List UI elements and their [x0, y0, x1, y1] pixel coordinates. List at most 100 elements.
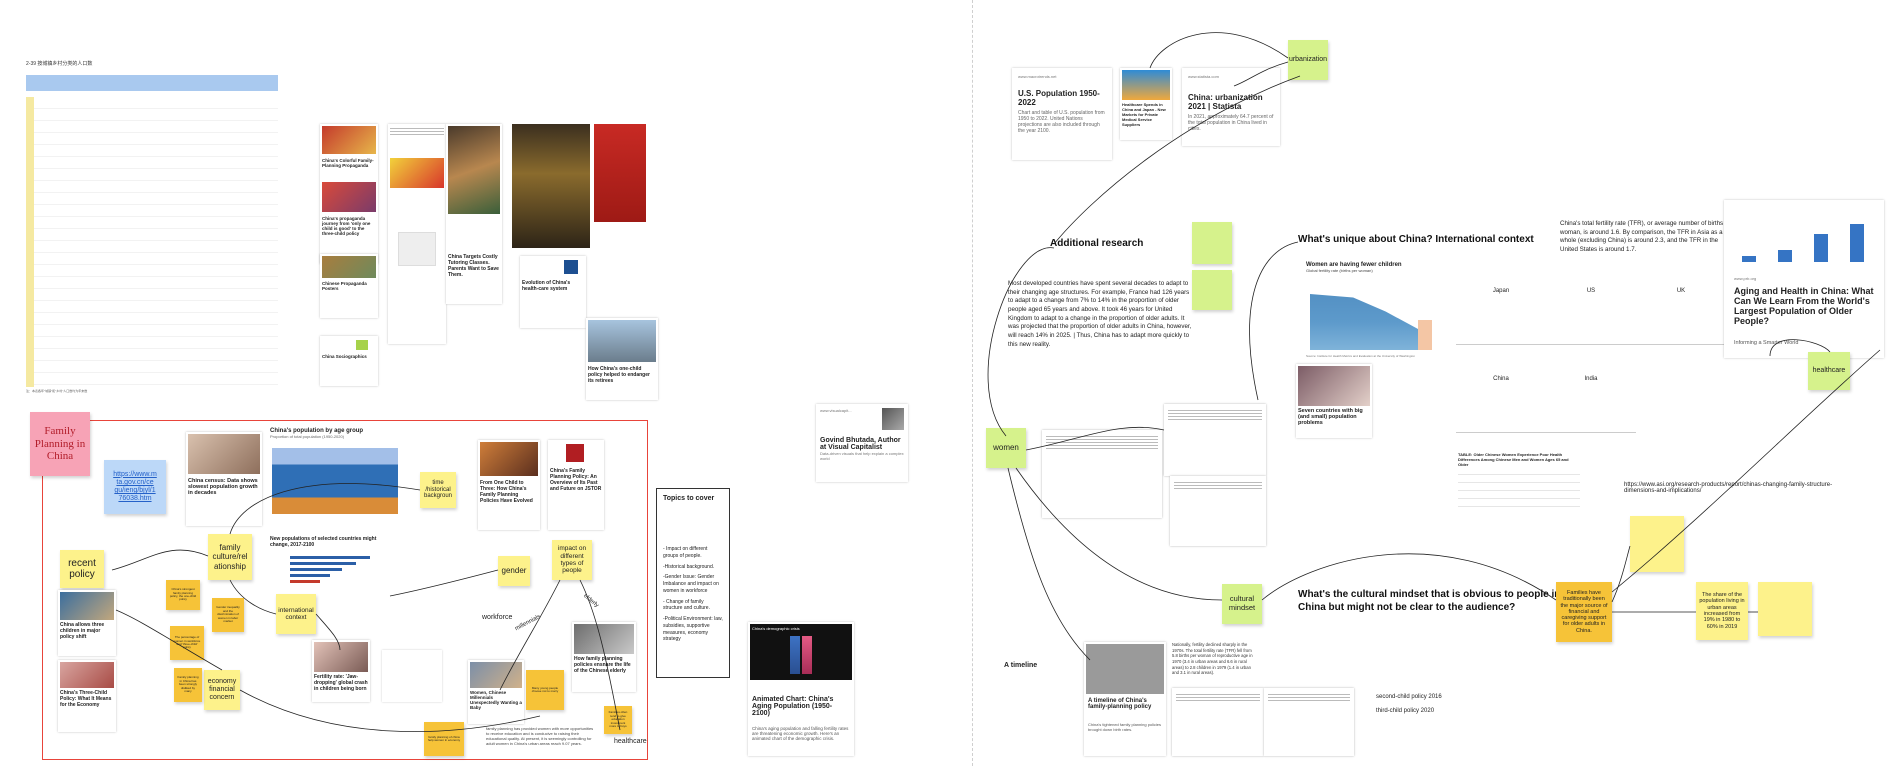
board-divider — [972, 0, 973, 766]
card-us-population[interactable]: www.macrotrends.net U.S. Population 1950… — [1012, 68, 1112, 160]
link-note[interactable]: https://www.m ta.gov.cn/ce gu/ieng/bjyl/… — [104, 460, 166, 514]
card-govind[interactable]: www.visualcapit... Govind Bhutada, Autho… — [816, 404, 908, 482]
book-cover-quarterly[interactable] — [594, 124, 646, 222]
sticky-urbanization[interactable]: urbanization — [1288, 40, 1328, 80]
card-jstor-overview[interactable]: China's Family Planning Policy: An Overv… — [548, 440, 604, 530]
bar-chart-countries[interactable]: New populations of selected countries mi… — [270, 536, 390, 596]
country-chart-india[interactable]: India — [1546, 376, 1636, 433]
sticky-small-2[interactable]: Gender inequality and the discrimination… — [212, 598, 244, 632]
card-statista[interactable]: www.statista.com China: urbanization 202… — [1182, 68, 1280, 146]
card-title: China's propaganda journey from 'only on… — [322, 216, 371, 236]
card-title: Chinese Propaganda Posters — [322, 281, 367, 291]
card-title: China allows three children in major pol… — [60, 622, 105, 640]
sticky-small-1[interactable]: China's strongest family planning policy… — [166, 580, 200, 610]
topic-item: -Gender Issue: Gender Imbalance and impa… — [663, 574, 719, 594]
book-cover-healthcare[interactable] — [512, 124, 590, 248]
infographic-logo-icon — [356, 340, 368, 350]
card-title: China's Family Planning Policy: An Overv… — [550, 468, 602, 492]
country-chart-uk[interactable]: UK — [1636, 288, 1726, 345]
label-second-child: second-child policy 2016 — [1376, 694, 1442, 700]
card-title: Seven countries with big (and small) pop… — [1298, 408, 1363, 426]
avatar — [882, 408, 904, 430]
sticky-impact[interactable]: impact on different types of people — [552, 540, 592, 580]
sticky-yellow-note-1[interactable] — [1630, 516, 1684, 572]
sticky-economy[interactable]: economy financial concern — [204, 670, 240, 710]
card-infographic[interactable]: China Sociographics — [320, 336, 378, 386]
table-caption: TABLE: Older Chinese Women Experience Po… — [1458, 452, 1569, 467]
card-title: A timeline of China's family-planning po… — [1088, 698, 1152, 710]
jstor-logo-icon — [566, 444, 584, 462]
sticky-recent-policy[interactable]: recent policy — [60, 550, 104, 588]
document-thumbnail-1[interactable] — [1164, 404, 1266, 476]
card-title: Healthcare Spends in China and Japan - N… — [1122, 102, 1166, 127]
card-allows-three[interactable]: China allows three children in major pol… — [58, 590, 116, 656]
card-health-care-system[interactable]: Evolution of China's health-care system — [520, 256, 586, 328]
sticky-yellow-note-2[interactable] — [1758, 582, 1812, 636]
sticky-time-background[interactable]: time /historical backgroun — [420, 472, 456, 508]
country-chart-japan[interactable]: Japan — [1456, 288, 1546, 345]
card-chinese-article[interactable] — [388, 124, 446, 344]
population-age-chart[interactable]: China's population by age group Proporti… — [270, 428, 402, 524]
topic-item: - Change of family structure and culture… — [663, 598, 710, 612]
card-desc: China's tightened family planning polici… — [1088, 722, 1162, 732]
card-propaganda-posters[interactable]: Chinese Propaganda Posters — [320, 254, 378, 318]
topics-panel[interactable]: Topics to cover - Impact on different gr… — [656, 488, 730, 678]
sticky-small-5[interactable]: Many young people choose not to marry — [526, 670, 564, 710]
label-third-child: third-child policy 2020 — [1376, 708, 1435, 714]
card-ap-timeline[interactable]: A timeline of China's family-planning po… — [1084, 642, 1166, 756]
card-census[interactable]: China census: Data shows slowest populat… — [186, 432, 262, 526]
card-animated-chart[interactable]: China's demographic crisis Animated Char… — [748, 622, 854, 756]
card-seven-countries[interactable]: Seven countries with big (and small) pop… — [1296, 364, 1372, 438]
card-tutoring[interactable]: China Targets Costly Tutoring Classes. P… — [446, 124, 502, 304]
card-colorful-propaganda[interactable]: China's Colorful Family-Planning Propaga… — [320, 124, 378, 264]
country-chart-china[interactable]: China — [1456, 376, 1546, 433]
fertility-chart[interactable]: Women are having fewer children Global f… — [1306, 262, 1436, 362]
sticky-small-7[interactable]: Families often tend to give education in… — [604, 706, 632, 734]
sticky-small-6[interactable]: family planning of china help women in e… — [424, 722, 464, 756]
sticky-small-3[interactable]: The percentage of women in workforce and… — [170, 626, 204, 660]
sticky-gender[interactable]: gender — [498, 556, 530, 586]
country-label: India — [1584, 376, 1598, 382]
sticky-healthcare[interactable]: healthcare — [1808, 352, 1850, 390]
table-header — [26, 75, 278, 91]
card-aging-health[interactable]: www.prb.org Aging and Health in China: W… — [1724, 200, 1884, 358]
card-women-millennials[interactable]: Women, Chinese Millennials Unexpectedly … — [468, 660, 524, 724]
population-table[interactable]: 2-39 按城镇乡村分类的人口数 注：本表各年"城镇"和"乡村"人口数均为年末数 — [26, 60, 278, 393]
health-table[interactable]: TABLE: Older Chinese Women Experience Po… — [1458, 452, 1580, 518]
asi-link[interactable]: https://www.asi.org/research-products/re… — [1624, 482, 1833, 494]
label-timeline: A timeline — [1004, 662, 1038, 669]
aging-bar — [1850, 224, 1864, 262]
line-chart-small[interactable] — [382, 650, 442, 702]
topic-item: -Historical background. — [663, 563, 715, 570]
card-three-child-evolved[interactable]: From One Child to Three: How China's Fam… — [478, 440, 540, 530]
document-timeline-2[interactable] — [1264, 688, 1354, 756]
heading-cultural-mindset: What's the cultural mindset that is obvi… — [1298, 589, 1561, 613]
country-chart-us[interactable]: US — [1546, 288, 1636, 345]
card-title: China: urbanization 2021 | Statista — [1188, 93, 1263, 112]
document-thumbnail-3[interactable] — [1170, 476, 1266, 546]
card-source: www.statista.com — [1188, 74, 1219, 79]
image-title: China's demographic crisis — [752, 626, 800, 631]
card-fertility-crash[interactable]: Fertility rate: 'Jaw-dropping' global cr… — [312, 640, 370, 702]
card-healthcare-spend[interactable]: Healthcare Spends in China and Japan - N… — [1120, 68, 1172, 140]
card-one-child-retirees[interactable]: How China's one-child policy helped to e… — [586, 318, 658, 400]
card-desc: Chart and table of U.S. population from … — [1018, 110, 1105, 135]
sticky-international[interactable]: international context — [276, 594, 316, 634]
sticky-small-4[interactable]: Family planning in China has been strong… — [174, 668, 202, 702]
sticky-green-note-2[interactable] — [1192, 270, 1232, 310]
card-title: Animated Chart: China's Aging Population… — [752, 696, 834, 717]
document-timeline[interactable] — [1172, 688, 1264, 756]
lancet-logo-icon — [564, 260, 578, 274]
chart-title: Women are having fewer children — [1306, 262, 1402, 268]
chart-source: Source: Institute for Health Metrics and… — [1306, 354, 1415, 358]
card-three-child-economy[interactable]: China's Three-Child Policy: What It Mean… — [58, 660, 116, 732]
sticky-women[interactable]: women — [986, 428, 1026, 468]
sticky-urban-share[interactable]: The share of the population living in ur… — [1696, 582, 1748, 640]
sticky-cultural-mindset[interactable]: cultural mindset — [1222, 584, 1262, 624]
sticky-families-support[interactable]: Families have traditionally been the maj… — [1556, 582, 1612, 642]
card-title: China's Colorful Family-Planning Propaga… — [322, 158, 374, 168]
sticky-family-culture[interactable]: family culture/rel ationship — [208, 534, 252, 580]
sticky-green-note-1[interactable] — [1192, 222, 1232, 264]
document-thumbnail-2[interactable] — [1042, 430, 1162, 518]
card-elderly[interactable]: How family planning policies ensnare the… — [572, 622, 636, 692]
